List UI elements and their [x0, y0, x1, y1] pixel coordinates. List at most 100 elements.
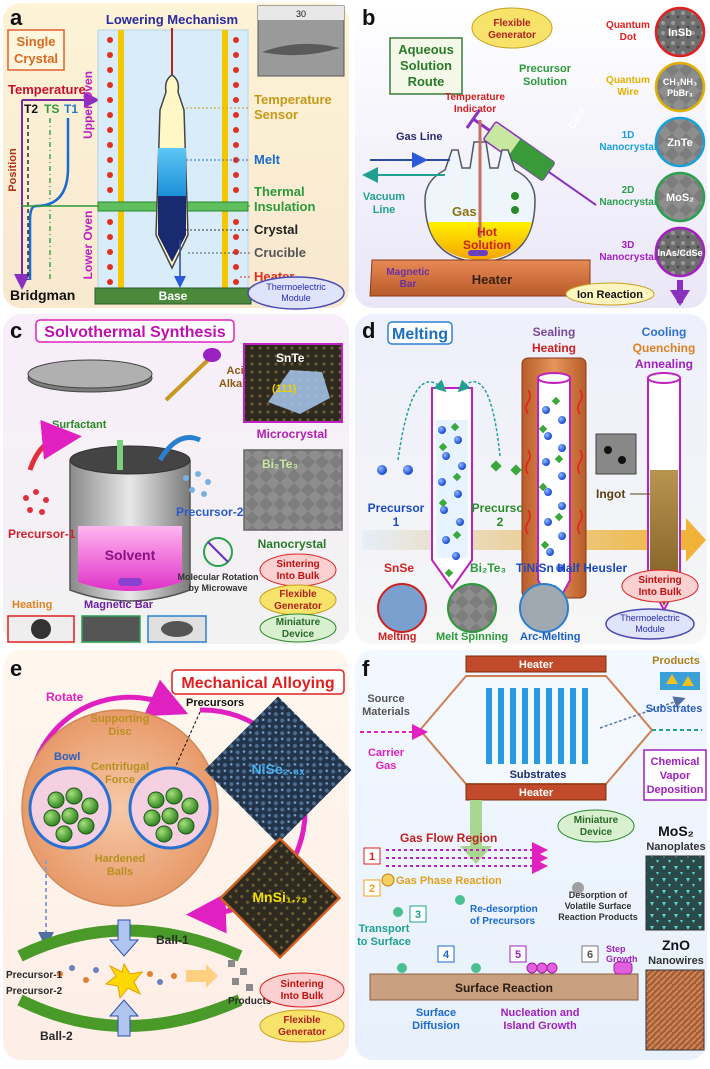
step-4-box	[437, 945, 455, 963]
supporting-disc-line2: Disc	[108, 726, 131, 738]
ruler	[258, 6, 344, 20]
desorption-line1: Desorption of	[569, 890, 628, 900]
zno-label: ZnO	[662, 937, 690, 953]
precursor2-arrow	[157, 435, 202, 462]
temperature-sensor-line2: Sensor	[254, 107, 298, 122]
sintering-d-line1: Sintering	[638, 575, 681, 586]
miniature-device-c-line2: Device	[282, 629, 315, 640]
aqueous-route-box	[389, 37, 463, 95]
adsorbed-molecule-2	[471, 963, 481, 973]
single-crystal-box	[7, 29, 65, 71]
nano-list: InSb Quantum Dot CH₃NH₃ PbBr₃ Quantum Wi…	[599, 6, 706, 278]
precursor-2-label-e: Precursor-2	[6, 986, 63, 997]
sintering-badge-d	[621, 569, 699, 603]
precursors-label: Precursors	[186, 697, 244, 709]
transport-line2: to Surface	[357, 936, 411, 948]
heater-top-label: Heater	[519, 659, 554, 671]
panel-c: c Solvothermal Synthesis Acid/ Alkaline …	[3, 314, 349, 644]
step-1-box	[363, 847, 381, 865]
flexible-generator-e-line2: Generator	[278, 1027, 326, 1038]
acid-dropper-bulb	[203, 348, 221, 362]
crystal-label: Crystal	[254, 222, 298, 237]
vial-photo	[81, 615, 141, 643]
step-2: 2	[369, 883, 375, 895]
magnetic-bar-line1: Magnetic	[386, 267, 430, 278]
rotate-label: Rotate	[46, 690, 84, 704]
product-crystal-1	[666, 674, 678, 684]
snte-label: SnTe	[276, 351, 305, 365]
quantum-wire-line1: Quantum	[606, 75, 650, 86]
step-4: 4	[443, 949, 450, 961]
2d-nanocrystal-image	[654, 171, 706, 223]
bi2te3-label-c: Bi₂Te₃	[262, 457, 298, 471]
furnace-wall-right	[222, 30, 228, 290]
panel-a-letter: a	[10, 5, 23, 30]
snte-crystal	[268, 370, 330, 414]
ampoule-photo-dot-a	[604, 446, 612, 454]
supporting-disc	[21, 709, 219, 907]
nano-item-2d: MoS₂ 2D Nanocrystal	[599, 171, 706, 223]
hardened-line1: Hardened	[95, 853, 146, 865]
step-2-box	[363, 879, 381, 897]
single-crystal-line2: Crystal	[14, 51, 58, 66]
gas-flow-label: Gas Flow Region	[400, 831, 497, 845]
quantum-wire-material-a: CH₃NH₃	[663, 77, 697, 87]
sintering-e-line1: Sintering	[280, 979, 323, 990]
snse-label: SnSe	[384, 561, 414, 575]
miniature-device-badge-f	[557, 809, 635, 843]
crystal-region	[158, 196, 186, 262]
substrate-surface	[369, 973, 639, 1001]
gas-label: Gas	[452, 204, 477, 219]
ts-label: TS	[44, 102, 59, 116]
3d-nanocrystal-line1: 3D	[622, 240, 635, 251]
cvd-line1: Chemical	[651, 756, 700, 768]
1d-nanocrystal-line2: Nanocrystal	[599, 142, 656, 153]
cvd-line2: Vapor	[660, 770, 691, 782]
panel-c-letter: c	[10, 318, 22, 343]
thermal-insulation-line1: Thermal	[254, 184, 305, 199]
source-materials-line2: Materials	[362, 706, 410, 718]
source-materials-line1: Source	[367, 693, 404, 705]
precursor1-d-line1: Precursor	[368, 501, 425, 515]
t2-label: T2	[24, 102, 38, 116]
thermoelectric-module-d-line1: Thermoelectric	[620, 613, 680, 623]
bowl-label: Bowl	[54, 751, 80, 763]
substrate-plates	[486, 688, 588, 764]
annealing-label: Annealing	[635, 357, 693, 371]
precursor1-dotted-arrow	[397, 379, 447, 461]
miniature-device-f-line2: Device	[580, 827, 613, 838]
position-label: Position	[7, 148, 19, 192]
heating-label: Heating	[12, 599, 52, 611]
nano-arrow-head	[670, 290, 690, 306]
1d-nanocrystal-image	[654, 116, 706, 168]
quantum-wire-line2: Wire	[617, 87, 639, 98]
thermal-insulation-line2: Insulation	[254, 199, 315, 214]
thermoelectric-module-badge	[247, 276, 345, 310]
panel-a-leaders	[186, 107, 252, 278]
precursor1-dot-b	[403, 465, 413, 475]
solvothermal-title-box	[35, 319, 235, 343]
surface-reaction-label: Surface Reaction	[455, 981, 553, 995]
t1-label: T1	[64, 102, 78, 116]
microwave-rotation-icon	[203, 537, 233, 567]
melt-label: Melt	[254, 152, 281, 167]
1d-nanocrystal-material: ZnTe	[667, 137, 692, 149]
tube1-blue-dots	[438, 426, 466, 560]
carrier-gas-line2: Gas	[376, 760, 397, 772]
heater-top	[465, 655, 607, 673]
desorption-molecule	[572, 882, 584, 894]
heater-label-b: Heater	[472, 272, 512, 287]
sealing-label: Sealing	[533, 325, 576, 339]
products-arrow	[186, 964, 218, 988]
vacuum-line-line1: Vacuum	[363, 191, 405, 203]
base-label: Base	[159, 289, 188, 303]
thermoelectric-module-line2: Module	[281, 293, 311, 303]
mnsi-label: MnSi₁.₇₃	[252, 889, 307, 905]
aqueous-line2: Solution	[400, 58, 452, 73]
redesorption-molecule	[455, 895, 465, 905]
surface-islands	[526, 961, 633, 975]
impact-burst	[104, 962, 144, 1000]
quantum-dot-image	[654, 6, 706, 58]
precursor1-dots	[23, 489, 49, 515]
